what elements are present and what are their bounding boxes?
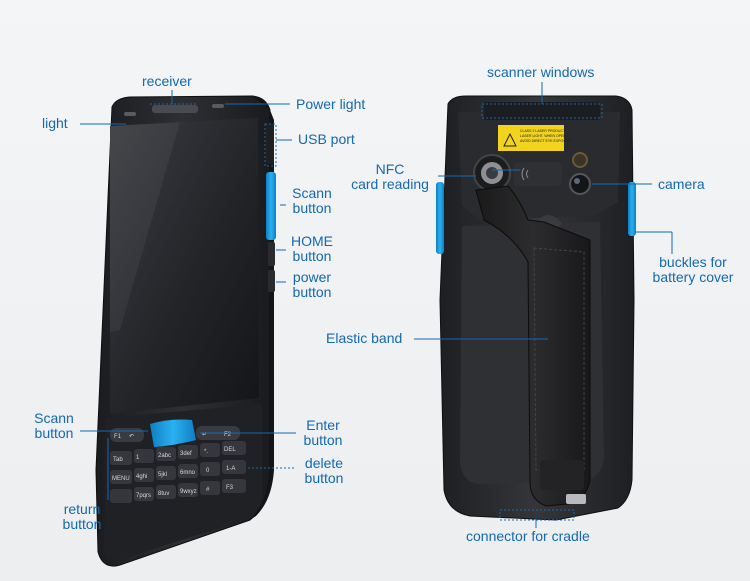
- label-scanner-windows: scanner windows: [487, 64, 595, 80]
- label-elastic-band: Elastic band: [326, 330, 403, 346]
- label-receiver: receiver: [142, 73, 192, 89]
- usb-port-cover: [266, 124, 274, 164]
- screen: [110, 118, 259, 414]
- svg-text:6mno: 6mno: [180, 470, 196, 476]
- home-button: [268, 242, 275, 266]
- svg-text:5jkl: 5jkl: [158, 472, 167, 478]
- label-camera: camera: [658, 176, 705, 192]
- svg-text:AVOID DIRECT EYE EXPOSURE: AVOID DIRECT EYE EXPOSURE: [520, 139, 574, 143]
- flash-light-led: [124, 112, 136, 116]
- svg-text:7pqrs: 7pqrs: [136, 493, 151, 499]
- svg-text:LASER LIGHT. WHEN OPEN.: LASER LIGHT. WHEN OPEN.: [520, 134, 567, 138]
- svg-text:8tuv: 8tuv: [158, 491, 169, 497]
- front-device: F1 ↶ ↵ F2 Tab 1 2abc 3def *. DEL MENU 4g…: [95, 95, 276, 567]
- label-connector-for-cradle: connector for cradle: [466, 528, 590, 544]
- key-del: DEL: [224, 447, 236, 453]
- svg-text:3def: 3def: [180, 451, 192, 457]
- keypad: F1 ↶ ↵ F2 Tab 1 2abc 3def *. DEL MENU 4g…: [104, 404, 262, 561]
- back-left-scann-button: [436, 182, 444, 254]
- back-device: CLASS 2 LASER PRODUCT LASER LIGHT. WHEN …: [436, 95, 636, 521]
- svg-text:MENU: MENU: [112, 476, 130, 482]
- key-return: ↶: [129, 433, 134, 440]
- svg-text:1-A: 1-A: [226, 466, 235, 472]
- side-scann-button: [266, 172, 276, 240]
- camera-lens: [569, 173, 591, 195]
- laser-warning-sticker: [498, 125, 564, 151]
- svg-text:0: 0: [206, 468, 210, 474]
- svg-text:F3: F3: [226, 485, 234, 491]
- camera-flash: [572, 152, 588, 168]
- svg-text:9wxyz: 9wxyz: [180, 489, 197, 495]
- svg-text:CLASS 2 LASER PRODUCT: CLASS 2 LASER PRODUCT: [520, 129, 566, 133]
- front-scann-key: [150, 419, 196, 447]
- elastic-band: [473, 154, 591, 507]
- svg-text:1: 1: [136, 455, 140, 461]
- key-f2: F2: [224, 432, 232, 438]
- svg-text:Tab: Tab: [113, 457, 123, 463]
- svg-text:4ghi: 4ghi: [136, 474, 147, 480]
- scanner-window: [484, 102, 600, 120]
- power-button-shape: [268, 270, 275, 292]
- key-enter: ↵: [202, 432, 207, 438]
- receiver-grille: [152, 105, 198, 113]
- svg-text:*.: *.: [204, 449, 208, 455]
- label-light: light: [42, 115, 68, 131]
- label-power-light: Power light: [296, 96, 366, 112]
- back-right-scann-button: [628, 182, 636, 236]
- leader-lines: [80, 82, 673, 528]
- svg-text:#: #: [206, 487, 210, 493]
- label-usb-port: USB port: [298, 131, 355, 147]
- key-f1: F1: [114, 434, 122, 440]
- svg-text:2abc: 2abc: [158, 453, 171, 459]
- cradle-connector: [566, 494, 586, 504]
- nfc-area: [514, 162, 562, 186]
- power-light-led: [212, 104, 224, 108]
